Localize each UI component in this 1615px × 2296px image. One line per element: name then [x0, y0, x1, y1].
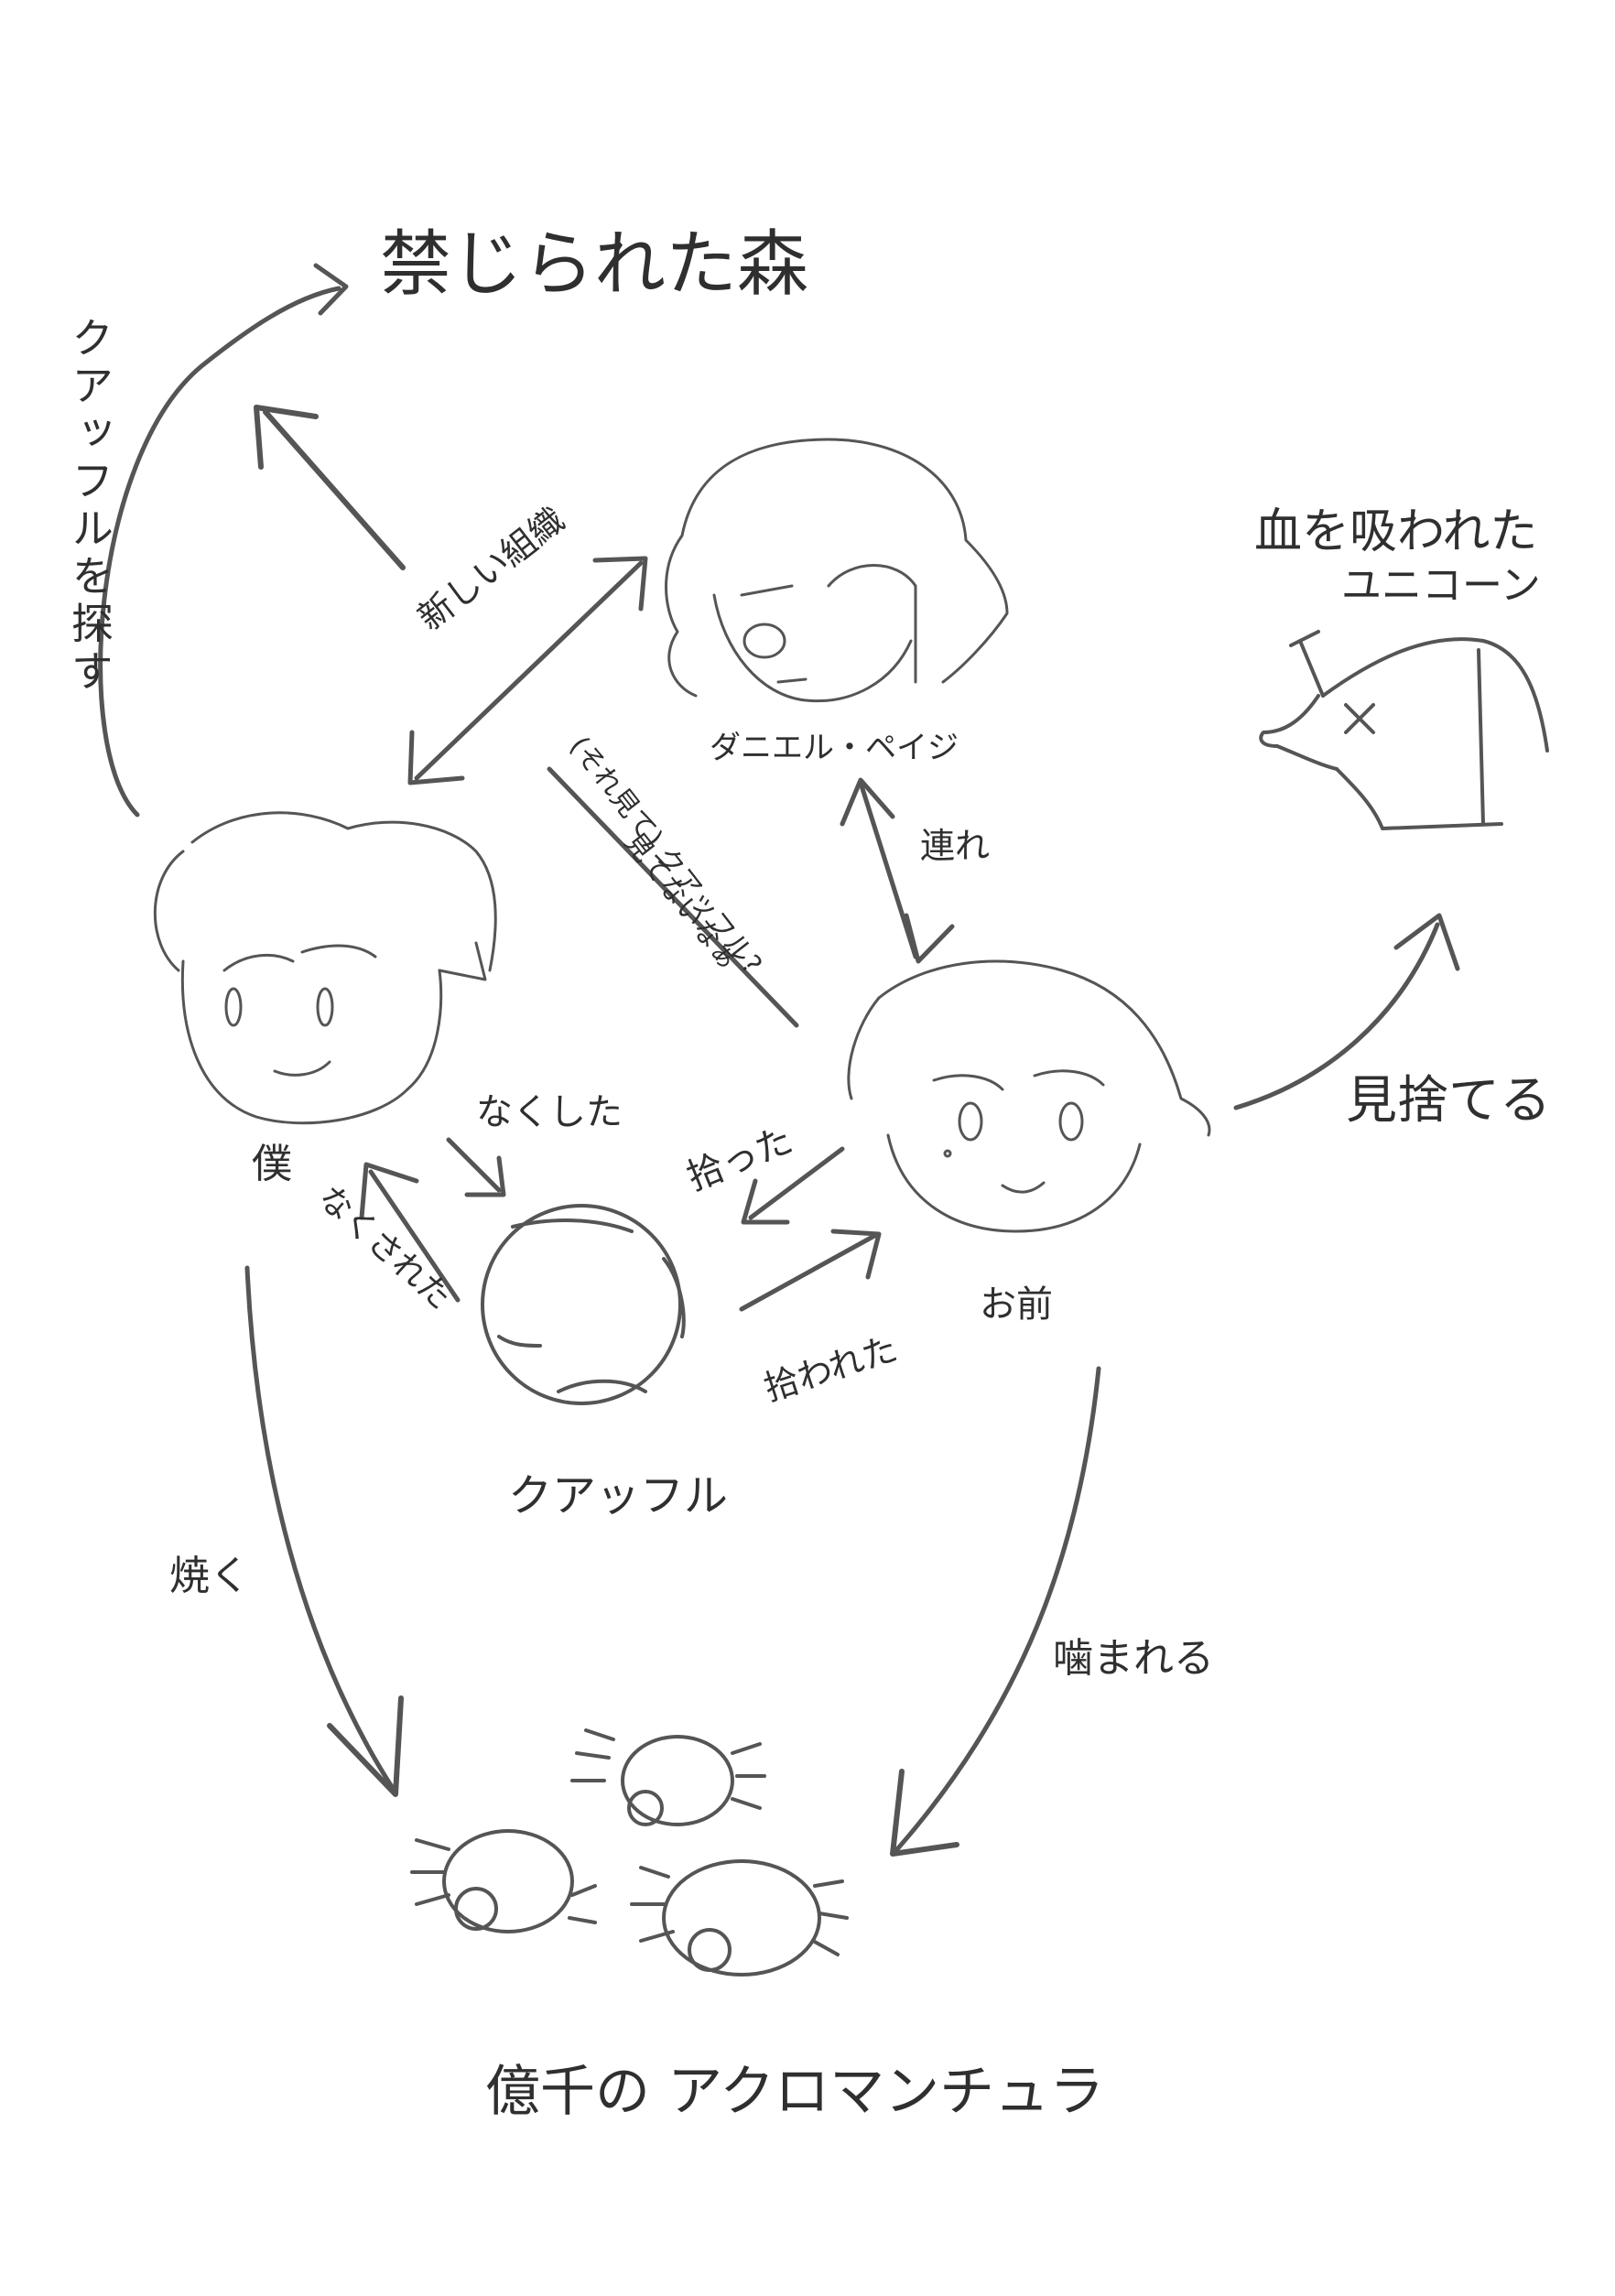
edge-bitten: 噛まれる [1053, 1635, 1214, 1682]
arrow-lost [446, 1137, 502, 1193]
spider-icon [410, 1728, 849, 1977]
arrow-accompany [858, 780, 918, 959]
node-quaffle: クアッフル [508, 1470, 729, 1522]
arrow-abandon [1233, 922, 1440, 1110]
node-forbidden-forest: 禁じられた森 [380, 223, 809, 306]
arrow-bitten [894, 1366, 1101, 1852]
edge-abandon: 見捨てる [1346, 1071, 1551, 1131]
arrowhead-search-quaffle [313, 263, 349, 316]
node-acromantula: 億千の アクロマンチュラ [485, 2060, 1105, 2124]
arrowhead-new-org-a [407, 730, 465, 785]
node-daniel-page: ダニエル・ペイジ [710, 730, 959, 766]
arrowhead-lost [464, 1155, 506, 1197]
edge-burn: 焼く [169, 1553, 250, 1599]
node-unicorn-line2: ユニコーン [1341, 562, 1541, 609]
edge-accompany: 連れ [920, 826, 991, 866]
arrowhead-accompany-bottom [904, 913, 955, 964]
arrowhead-abandon [1393, 913, 1460, 971]
arrow-was-lost [368, 1169, 461, 1303]
arrows [98, 263, 1460, 1857]
arrowhead-was-lost [359, 1162, 419, 1220]
arrow-picked-up [748, 1146, 845, 1220]
arrow-new-organization [414, 560, 644, 781]
arrow-burn [244, 1265, 396, 1792]
unicorn-head-icon [1259, 630, 1549, 830]
arrowhead-was-picked-up [830, 1229, 882, 1280]
edge-lost: なくした [476, 1091, 623, 1133]
daniel-face-icon [665, 438, 1009, 703]
omae-face-icon [847, 959, 1211, 1233]
arrow-search-quaffle [98, 286, 341, 818]
arrow-to-forest [263, 409, 406, 570]
edge-search-quaffle: クアッフルを探す [65, 316, 114, 697]
arrowhead-burn [327, 1695, 404, 1797]
node-unicorn-line1: 血を吸われた [1254, 504, 1538, 559]
line-did-you-see [547, 766, 799, 1028]
node-boku: 僕 [252, 1141, 292, 1187]
arrowhead-new-org-b [592, 556, 648, 612]
quaffle-ball-icon [481, 1204, 686, 1405]
arrowhead-picked-up [741, 1178, 790, 1225]
arrowhead-accompany-top [840, 777, 895, 827]
arrowhead-bitten [890, 1769, 959, 1857]
node-omae: お前 [980, 1283, 1053, 1326]
arrowhead-to-forest [254, 405, 319, 470]
boku-face-icon [153, 811, 497, 1125]
arrow-was-picked-up [739, 1233, 877, 1312]
